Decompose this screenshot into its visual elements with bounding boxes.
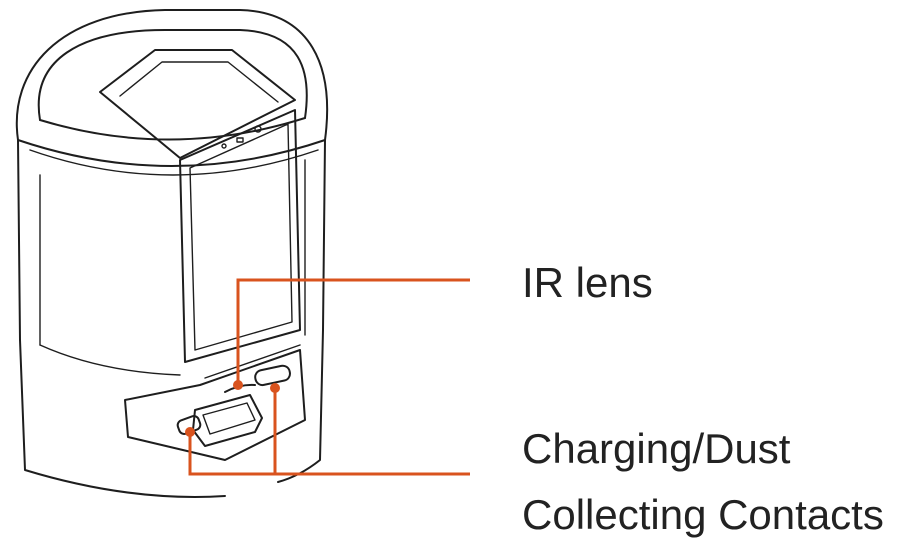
ir-lens-label: IR lens	[522, 259, 653, 306]
ir-lens-callout	[233, 278, 470, 390]
ir-lens-leader	[236, 278, 470, 385]
dock-body	[17, 139, 326, 498]
contacts-callout	[185, 383, 470, 476]
contact-recess	[124, 344, 306, 461]
front-panel	[179, 109, 301, 363]
contact-marker-right	[270, 383, 280, 393]
contact-marker-left	[185, 427, 195, 437]
contacts-leader-left	[188, 432, 470, 476]
dock-lid	[15, 9, 329, 176]
contacts-label-line1: Charging/Dust	[522, 425, 791, 472]
lid-handle	[99, 49, 296, 159]
contacts-label-line2: Collecting Contacts	[522, 491, 884, 538]
ir-lens-marker	[233, 380, 243, 390]
